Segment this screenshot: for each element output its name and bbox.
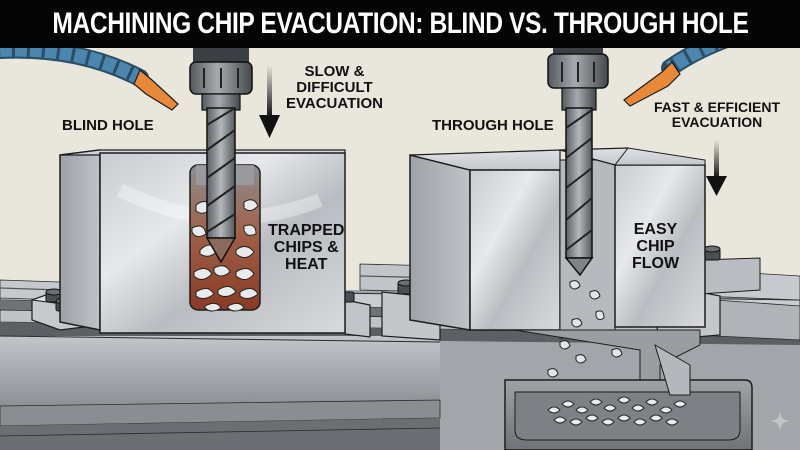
collected-chips: [547, 396, 687, 426]
title-bar: MACHINING CHIP EVACUATION: BLIND VS. THR…: [0, 0, 800, 48]
easy-chip-flow-callout: EASY CHIP FLOW: [632, 221, 680, 272]
through-hole-heading: THROUGH HOLE: [432, 117, 554, 134]
trapped-chips-callout: TRAPPED CHIPS & HEAT: [268, 222, 345, 273]
fast-evacuation-label: FAST & EFFICIENT EVACUATION: [654, 99, 780, 130]
page-title: MACHINING CHIP EVACUATION: BLIND VS. THR…: [51, 7, 749, 40]
through-hole-drill-bit: [564, 107, 594, 277]
blind-hole-spindle: [189, 48, 253, 111]
sparkle-icon: [770, 411, 790, 431]
blind-hole-heading: BLIND HOLE: [62, 117, 154, 134]
blind-hole-drill-bit: [205, 107, 237, 264]
through-hole-spindle: [547, 48, 609, 111]
arrow-down-icon: [706, 140, 727, 196]
arrow-down-icon: [259, 65, 280, 138]
falling-chips: [547, 280, 623, 378]
coolant-nozzle-icon: [0, 40, 179, 111]
slow-evacuation-label: SLOW & DIFFICULT EVACUATION: [286, 63, 383, 112]
